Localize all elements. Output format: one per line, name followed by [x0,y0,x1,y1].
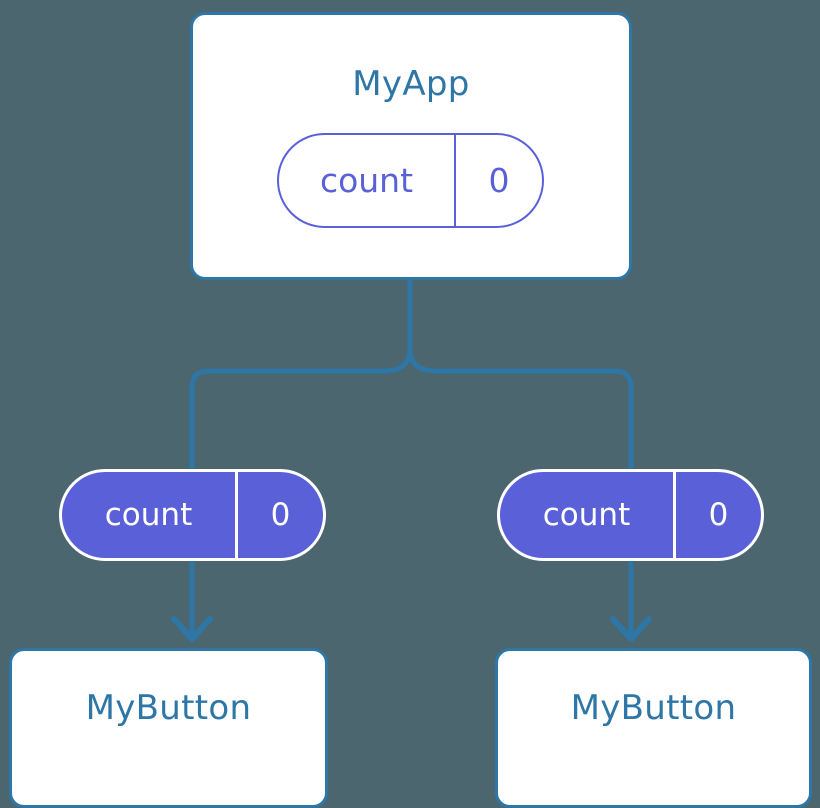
prop-pill-count-right[interactable]: count 0 [497,469,764,561]
prop-pill-value: 0 [673,472,761,558]
prop-pill-key: count [542,496,631,533]
state-pill-key: count [319,161,414,200]
component-title-mybutton: MyButton [85,688,252,728]
edge-branch-right [436,368,634,470]
prop-pill-count-left[interactable]: count 0 [59,469,326,561]
state-pill-count[interactable]: count 0 [277,133,544,228]
component-title-mybutton: MyButton [570,688,737,728]
component-node-mybutton-right[interactable]: MyButton [495,648,812,808]
edge-branch-left [189,368,384,470]
edge-junction-left [383,348,413,374]
prop-pill-value: 0 [235,472,323,558]
edge-arrow-right-head [610,616,652,642]
component-node-myapp[interactable]: MyApp [190,12,632,280]
edge-junction-right [407,348,437,374]
diagram-canvas: MyApp count 0 count 0 count 0 MyButton M… [9,12,812,808]
component-title-myapp: MyApp [352,64,470,104]
state-pill-value: 0 [454,135,542,226]
prop-pill-key: count [104,496,193,533]
component-node-mybutton-left[interactable]: MyButton [9,648,328,808]
edge-arrow-left-head [171,616,213,642]
